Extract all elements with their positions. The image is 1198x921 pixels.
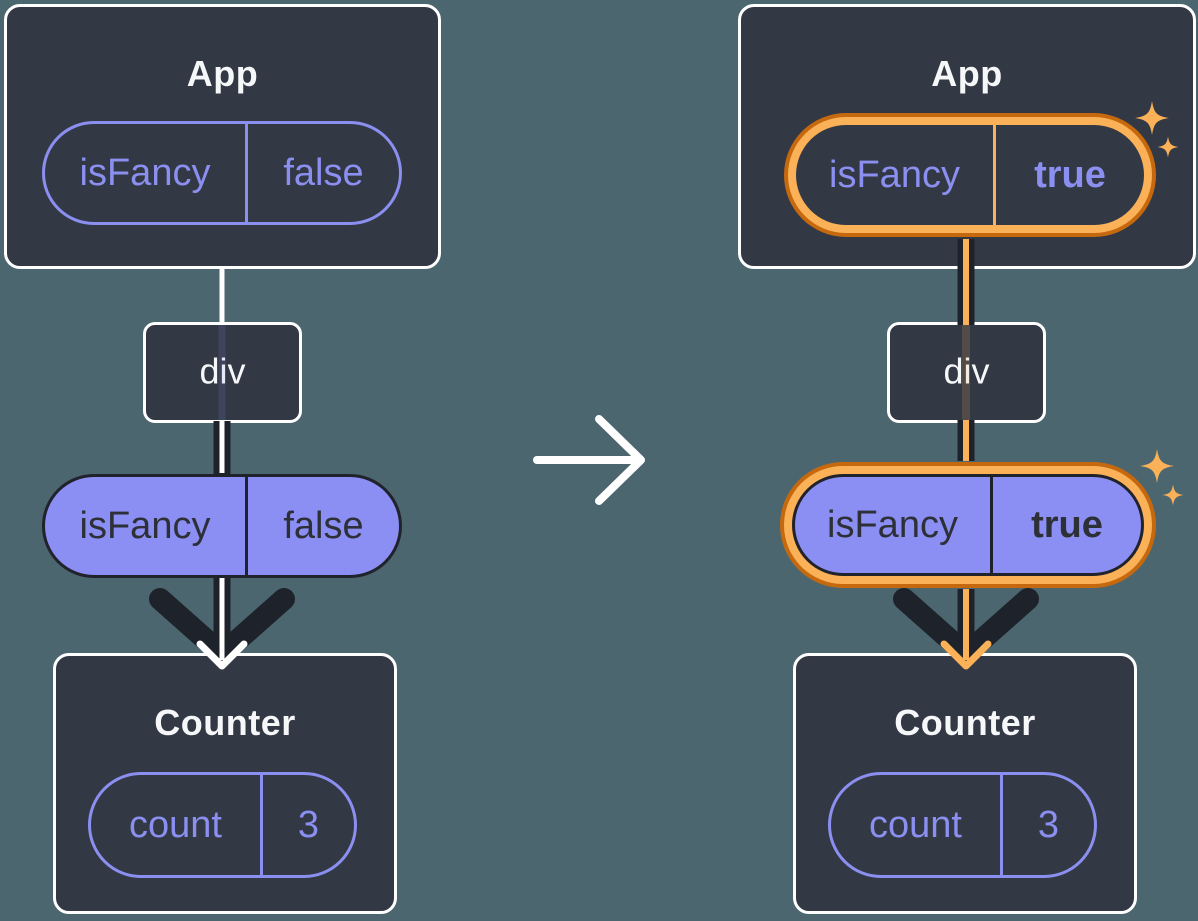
prop-name: isFancy [796,125,996,225]
state-value: 3 [297,803,320,846]
state-name: count [831,775,1003,875]
before-div-node: div [143,322,302,423]
after-counter-state-pill: count 3 [828,772,1097,878]
before-app-title: App [186,53,259,94]
prop-value: false [283,504,364,547]
after-prop-sparkles-icon [1140,449,1184,506]
prop-name: isFancy [795,477,993,573]
prop-value: true [1034,153,1106,196]
transition-right-arrow-icon [533,415,645,505]
after-div-label: div [943,349,990,391]
prop-value: true [1031,503,1103,546]
state-value: 3 [1037,803,1060,846]
after-app-prop-pill-highlighted: isFancy true [796,125,1144,225]
before-div-label: div [199,349,246,391]
prop-name: isFancy [45,124,248,222]
before-arrow-chevron [149,588,295,665]
after-app-title: App [931,53,1003,94]
prop-name: isFancy [45,477,248,575]
after-div-node: div [887,322,1046,423]
before-counter-state-pill: count 3 [88,772,357,878]
before-counter-title: Counter [154,702,296,743]
after-passed-prop-pill-highlighted: isFancy true [792,474,1144,576]
after-arrow-chevron [893,588,1039,665]
before-passed-prop-pill: isFancy false [42,474,402,578]
after-counter-title: Counter [894,702,1036,743]
before-app-prop-pill: isFancy false [42,121,402,225]
prop-value: false [283,151,364,194]
state-name: count [91,775,263,875]
